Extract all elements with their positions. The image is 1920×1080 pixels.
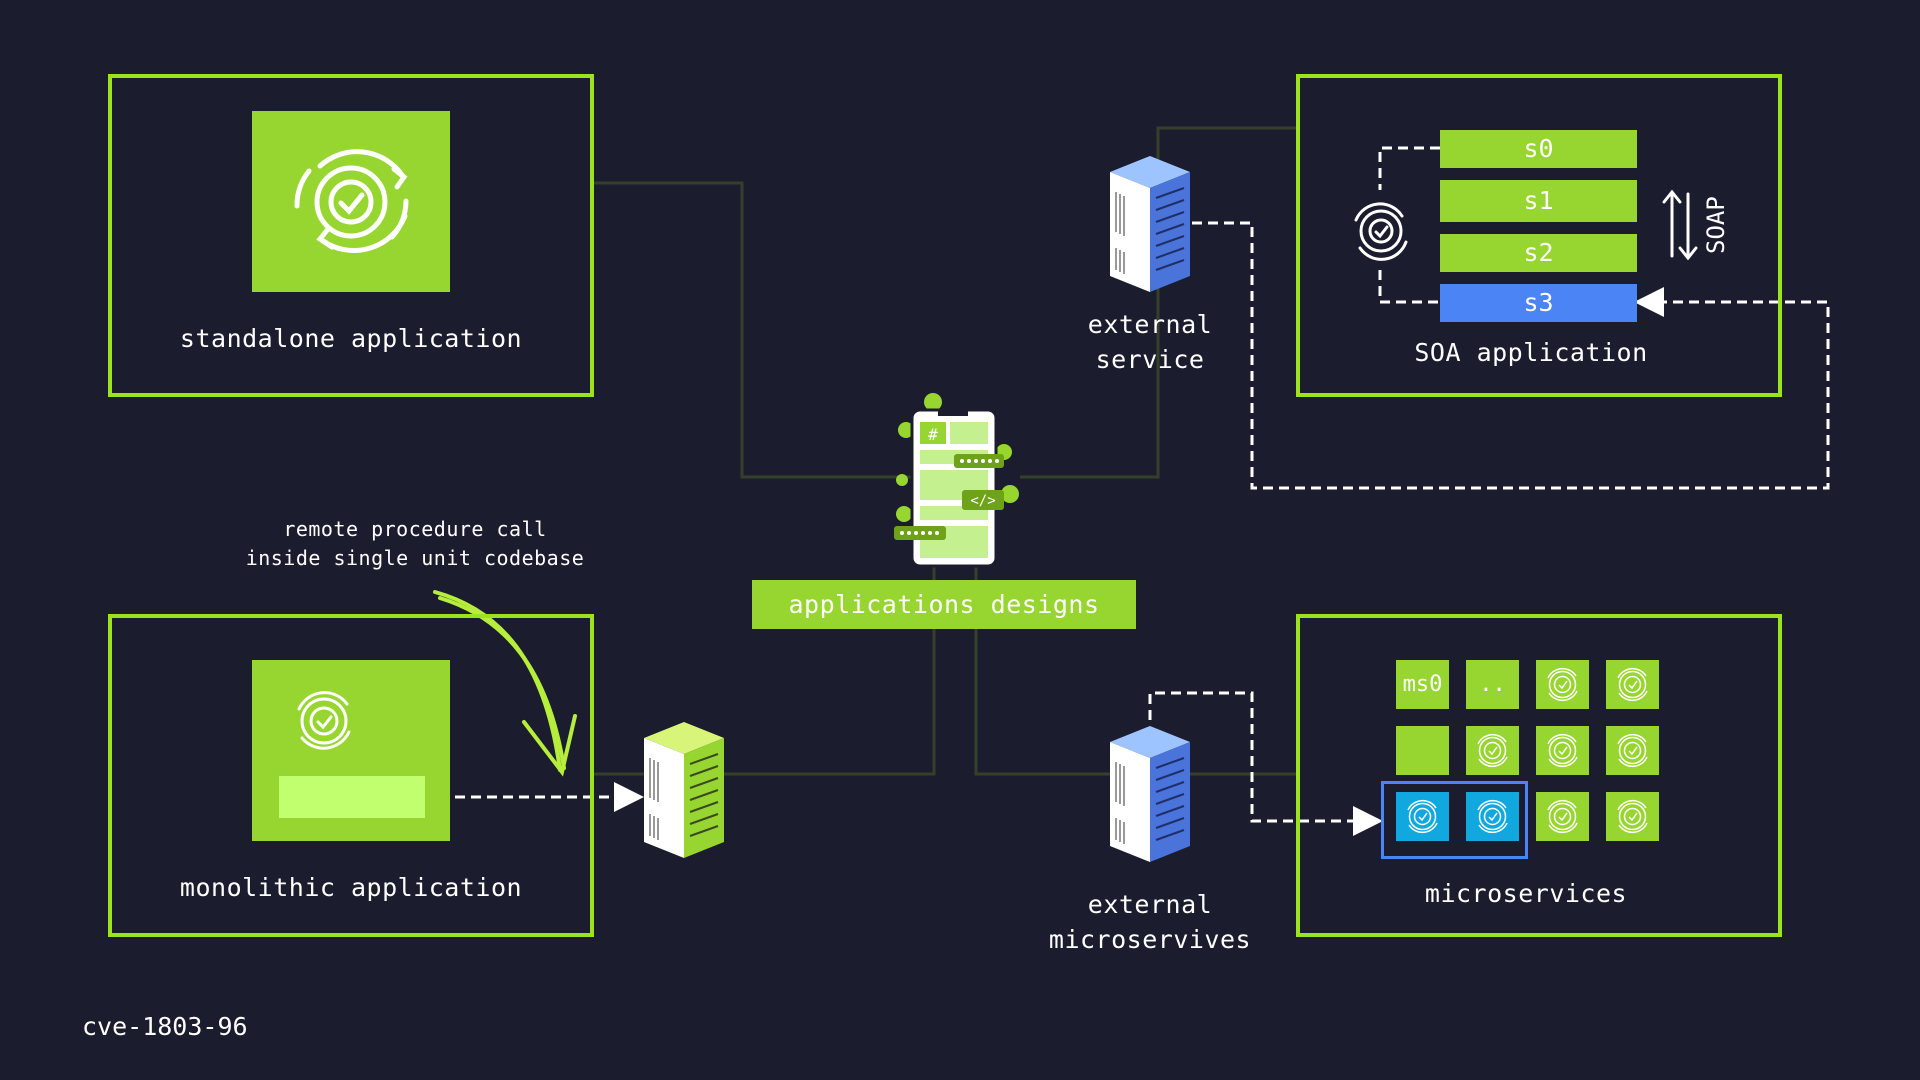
server-rack-icon: [1110, 156, 1190, 292]
gear-check-icon: [1617, 667, 1648, 702]
server-rack-icon: [644, 722, 724, 858]
gear-check-icon: [1547, 799, 1578, 834]
ms-tile: [1536, 660, 1589, 709]
monolithic-tile: [252, 660, 450, 841]
ms-tile: [1606, 792, 1659, 841]
soa-row-s1: s1: [1440, 180, 1637, 222]
ms-tile-ms0: ms0: [1396, 660, 1449, 709]
arrow-external-micro: [1148, 691, 1383, 836]
standalone-label: standalone application: [179, 324, 523, 353]
soa-label: SOA application: [1414, 338, 1648, 367]
soa-application-box: [1296, 74, 1782, 397]
server-rack-icon: [1110, 726, 1190, 862]
ms-tile: [1606, 726, 1659, 775]
up-down-arrows-icon: [1662, 189, 1698, 261]
svg-text:</>: </>: [970, 493, 995, 509]
gear-check-icon: [1617, 733, 1648, 768]
soap-label: SOAP: [1702, 196, 1730, 254]
gear-check-icon: [1407, 799, 1438, 834]
arrow-external-soa: [1192, 221, 1830, 490]
mobile-app-icon: # </>: [894, 393, 1019, 568]
gear-check-icon: [1547, 733, 1578, 768]
external-micro-line2: microservives: [1048, 925, 1252, 954]
gear-check-icon: [294, 149, 409, 253]
gear-check-icon: [1547, 667, 1578, 702]
ms-selected-group: [1381, 781, 1528, 859]
dashed-connectors: [423, 146, 1830, 836]
applications-designs-banner: [752, 580, 1136, 629]
gear-check-icon: [1354, 202, 1408, 261]
ms-tile: [1536, 792, 1589, 841]
monolithic-label: monolithic application: [179, 873, 523, 902]
ms-tile: [1536, 726, 1589, 775]
gear-check-icon: [1617, 799, 1648, 834]
gear-check-icon: [297, 691, 351, 750]
ms-tile: [1606, 660, 1659, 709]
external-service-line2: service: [1095, 345, 1205, 374]
monolithic-application-box: [108, 614, 594, 937]
connector-standalone: [594, 181, 920, 479]
microservices-box: [1296, 614, 1782, 937]
ms-tile-external: [1466, 792, 1519, 841]
hand-arrow: [433, 590, 577, 777]
soa-row-s2: s2: [1440, 234, 1637, 272]
applications-designs-label: applications designs: [788, 590, 1100, 619]
soa-gear-link-bottom: [1378, 270, 1440, 304]
gear-check-icon: [1477, 799, 1508, 834]
ms-tile: [1396, 726, 1449, 775]
gear-check-icon: [1477, 733, 1508, 768]
rpc-annotation-line2: inside single unit codebase: [245, 546, 585, 570]
soa-row-s0: s0: [1440, 130, 1637, 168]
ms-tile: [1466, 726, 1519, 775]
soa-gear-link: [1378, 146, 1440, 190]
svg-text:#: #: [928, 425, 938, 444]
footer-id: cve-1803-96: [82, 1012, 248, 1041]
soa-row-s3: s3: [1440, 284, 1637, 322]
ms-tile-ellipsis: ..: [1466, 660, 1519, 709]
standalone-application-box: [108, 74, 594, 397]
rpc-annotation-line1: remote procedure call: [283, 517, 547, 541]
external-micro-line1: external: [1087, 890, 1213, 919]
standalone-tile: [252, 111, 450, 292]
monolith-module-bar: [279, 776, 425, 818]
external-service-line1: external: [1087, 310, 1213, 339]
ms-tile-external: [1396, 792, 1449, 841]
microservices-label: microservices: [1424, 879, 1628, 908]
connector-soa: [1020, 126, 1296, 479]
